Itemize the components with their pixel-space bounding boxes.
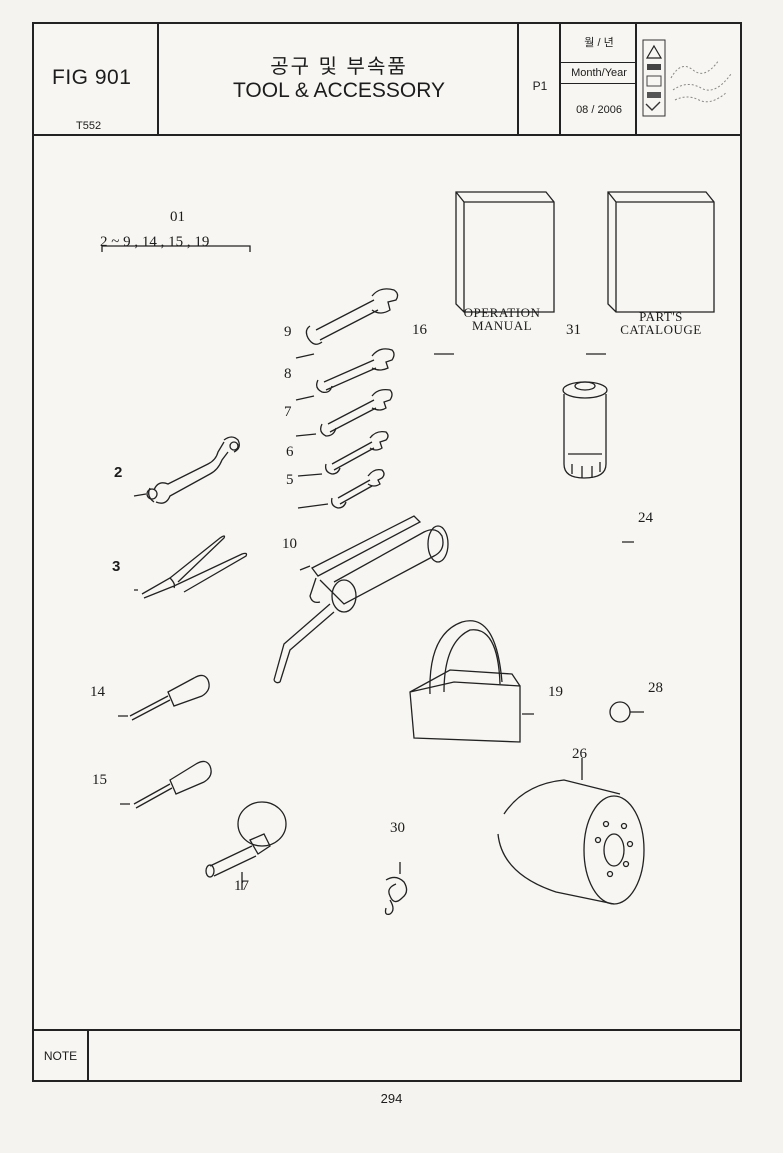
filter-26-icon (497, 779, 621, 905)
ball-28-icon (609, 701, 631, 723)
label-15: 15 (92, 772, 107, 788)
wrench-8-icon (316, 348, 395, 394)
label-7: 7 (284, 404, 292, 420)
filter-24-icon (563, 394, 607, 479)
box-wrench-2-icon (148, 436, 240, 504)
brand-stamp-icon (642, 39, 732, 117)
title-cell: 공구 및 부속품 TOOL & ACCESSORY (159, 24, 519, 134)
model-code: T552 (76, 120, 102, 132)
label-3: 3 (112, 558, 121, 575)
tow-pin-17-icon (209, 833, 271, 877)
catalogue-line-2: CATALOUGE (620, 322, 702, 337)
parts-catalogue-icon (607, 191, 715, 313)
group-bracket (101, 245, 251, 252)
page-code: P1 (532, 79, 548, 93)
label-2: 2 (114, 464, 123, 481)
parts-sheet-frame: FIG 901 T552 공구 및 부속품 TOOL & ACCESSORY P… (32, 22, 742, 1082)
tool-bag-19-icon (409, 620, 521, 743)
month-year-label: Month/Year (561, 62, 637, 84)
label-26: 26 (572, 746, 587, 762)
operation-manual-title: OPERATION MANUAL (458, 306, 546, 332)
figure-cell: FIG 901 T552 (34, 24, 159, 134)
note-label: NOTE (34, 1031, 89, 1082)
label-19: 19 (548, 684, 563, 700)
wrench-6-icon (324, 430, 389, 475)
label-31: 31 (566, 322, 581, 338)
month-year-label-korean: 월 / 년 (584, 37, 614, 49)
catalogue-line-1: PART'S (639, 309, 683, 324)
parts-catalogue-title: PART'S CATALOUGE (612, 310, 710, 336)
label-10: 10 (282, 536, 297, 552)
title-english: TOOL & ACCESSORY (232, 79, 446, 102)
screwdriver-15-icon (133, 760, 212, 809)
issue-date: 08 / 2006 (576, 104, 622, 116)
wrench-9-icon (305, 288, 399, 345)
wrench-7-icon (320, 388, 393, 437)
label-14: 14 (90, 684, 105, 700)
screwdriver-14-icon (129, 674, 210, 721)
title-korean: 공구 및 부속품 (270, 56, 408, 78)
figure-number: FIG 901 (52, 66, 132, 89)
label-6: 6 (286, 444, 294, 460)
label-5: 5 (286, 472, 294, 488)
page-number: 294 (380, 1091, 403, 1106)
group-members: 2 ~ 9 , 14 , 15 , 19 (100, 234, 210, 250)
manual-line-2: MANUAL (471, 318, 533, 333)
group-number: 01 (170, 209, 185, 225)
note-row: NOTE (34, 1029, 740, 1082)
label-9: 9 (284, 324, 292, 340)
page-code-cell: P1 (519, 24, 561, 134)
pliers-3-icon (141, 535, 248, 599)
label-16: 16 (412, 322, 427, 338)
header-block: FIG 901 T552 공구 및 부속품 TOOL & ACCESSORY P… (34, 24, 740, 136)
manual-line-1: OPERATION (463, 305, 541, 320)
logo-cell (637, 24, 740, 134)
date-cell: 월 / 년 Month/Year 08 / 2006 (561, 24, 637, 134)
clip-30-icon (384, 876, 408, 916)
wrench-5-icon (330, 468, 385, 509)
label-8: 8 (284, 366, 292, 382)
label-30: 30 (390, 820, 405, 836)
exploded-view-drawing (101, 191, 715, 916)
label-24: 24 (638, 510, 653, 526)
label-28: 28 (648, 680, 663, 696)
label-17: 17 (234, 878, 249, 894)
operation-manual-icon (455, 191, 555, 313)
grease-gun-10-icon (273, 515, 444, 684)
